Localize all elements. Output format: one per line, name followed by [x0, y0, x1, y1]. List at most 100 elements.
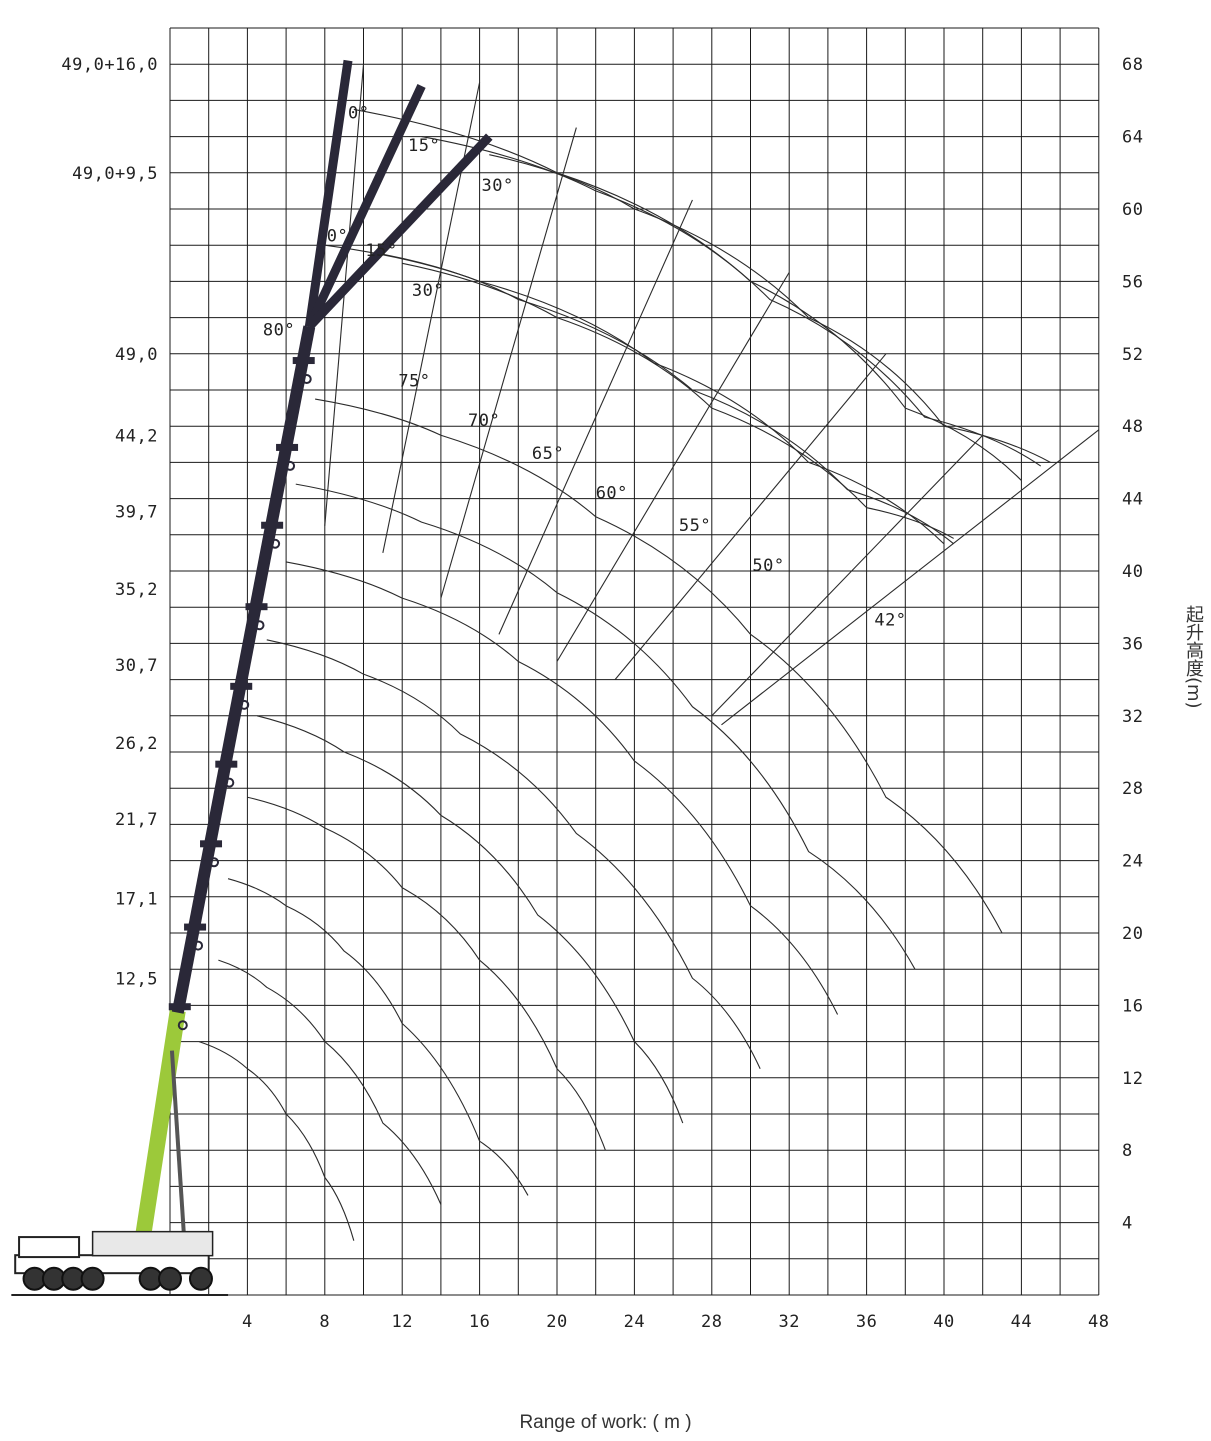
boom-length-label: 49,0+16,0 — [61, 55, 158, 75]
y-tick-label: 28 — [1122, 779, 1143, 799]
jib-offset-label: 15° — [408, 136, 440, 156]
hook-icon — [209, 857, 220, 868]
y-tick-label: 12 — [1122, 1069, 1143, 1089]
boom-section-band — [184, 923, 207, 931]
boom-curve — [247, 796, 606, 1151]
boom-section-band — [261, 521, 284, 529]
hook-icon — [224, 777, 235, 788]
hook-icon — [270, 538, 281, 549]
boom-angle-label: 42° — [874, 610, 906, 630]
boom-length-label: 39,7 — [115, 502, 158, 522]
x-tick-label: 44 — [1011, 1312, 1032, 1332]
x-tick-label: 48 — [1088, 1312, 1109, 1332]
truck-cab — [18, 1236, 81, 1259]
hook-icon — [285, 460, 296, 471]
jib-curve — [402, 262, 954, 539]
y-tick-label: 60 — [1122, 200, 1143, 220]
angle-line-55° — [614, 353, 887, 680]
jib-offset-label: 15° — [365, 241, 397, 261]
y-tick-label: 24 — [1122, 852, 1143, 872]
jib-15 — [305, 84, 426, 329]
jib-offset-label: 0° — [327, 227, 348, 247]
y-tick-label: 68 — [1122, 55, 1143, 75]
lift-height-curves — [198, 108, 1051, 1241]
x-tick-label: 28 — [701, 1312, 722, 1332]
boom-length-label: 30,7 — [115, 656, 158, 676]
truck-wheel — [158, 1266, 182, 1291]
hook-icon — [193, 940, 204, 951]
y-tick-label: 40 — [1122, 562, 1143, 582]
angle-line-42° — [721, 429, 1100, 726]
y-tick-label: 32 — [1122, 707, 1143, 727]
boom-length-label: 49,0+9,5 — [72, 164, 158, 184]
boom-length-label: 12,5 — [115, 969, 158, 989]
angle-line-65° — [498, 199, 693, 635]
boom-section-band — [215, 760, 238, 768]
y-tick-label: 64 — [1122, 128, 1143, 148]
boom-curve — [315, 398, 1003, 934]
y-tick-label: 56 — [1122, 272, 1143, 292]
y-axis-title: 起升高度(m) — [1183, 605, 1204, 709]
boom-curve — [227, 878, 529, 1196]
x-tick-label: 16 — [469, 1312, 490, 1332]
boom-angle-label: 70° — [468, 411, 500, 431]
y-tick-label: 44 — [1122, 490, 1143, 510]
jib-offset-label: 0° — [348, 104, 369, 124]
boom-section-band — [276, 443, 299, 451]
hook-icon — [177, 1020, 188, 1031]
x-tick-label: 8 — [319, 1312, 330, 1332]
boom-length-label: 21,7 — [115, 810, 158, 830]
truck-wheel — [188, 1266, 213, 1291]
y-tick-label: 16 — [1122, 996, 1143, 1016]
boom-section-band — [292, 357, 315, 365]
boom-length-label: 17,1 — [115, 890, 158, 910]
x-tick-label: 12 — [391, 1312, 412, 1332]
boom-curve — [256, 715, 684, 1124]
crane-drawing — [11, 59, 493, 1296]
angle-line-50° — [711, 434, 984, 717]
jib-30 — [306, 133, 493, 330]
crane-superstructure — [91, 1230, 214, 1257]
boom-length-label: 49,0 — [115, 345, 158, 365]
boom-section-band — [245, 603, 268, 611]
boom-curve — [218, 959, 442, 1205]
jib-curve — [489, 154, 1051, 463]
boom-angle-label: 75° — [398, 371, 430, 391]
jib-curve — [421, 136, 1042, 467]
x-tick-label: 36 — [856, 1312, 877, 1332]
boom-angle-label: 80° — [263, 321, 295, 341]
boom-angle-labels: 80°75°70°65°60°55°50°42°0°15°30°0°15°30° — [263, 104, 906, 631]
hydraulic-cylinder — [169, 1050, 188, 1259]
angle-line-70° — [440, 127, 577, 599]
boom-length-label: 26,2 — [115, 734, 158, 754]
boom-section-band — [200, 840, 223, 848]
x-tick-label: 24 — [624, 1312, 645, 1332]
jib-curve — [353, 108, 1022, 481]
x-axis-title: Range of work: ( m ) — [519, 1412, 692, 1433]
angle-line-60° — [556, 272, 790, 662]
y-tick-label: 52 — [1122, 345, 1143, 365]
boom-angle-label: 60° — [596, 484, 628, 504]
boom-length-label: 35,2 — [115, 580, 158, 600]
main-boom — [171, 325, 316, 1014]
y-tick-label: 8 — [1122, 1141, 1133, 1161]
jib-offset-label: 30° — [412, 281, 444, 301]
y-tick-label: 4 — [1122, 1214, 1133, 1234]
boom-angle-label: 55° — [679, 516, 711, 536]
boom-base-section — [131, 1009, 186, 1264]
chart-grid — [12, 27, 1100, 1296]
hook-icon — [254, 620, 265, 631]
boom-curve — [198, 1041, 355, 1241]
y-tick-label: 36 — [1122, 634, 1143, 654]
boom-angle-label: 50° — [752, 556, 784, 576]
x-tick-label: 4 — [242, 1312, 253, 1332]
jib-0 — [304, 59, 353, 328]
boom-section-band — [168, 1003, 191, 1011]
boom-length-labels: 49,0+16,049,0+9,549,044,239,735,230,726,… — [61, 55, 158, 989]
truck-wheel — [80, 1266, 105, 1291]
hook-icon — [239, 699, 250, 710]
hook-icon — [301, 374, 312, 385]
